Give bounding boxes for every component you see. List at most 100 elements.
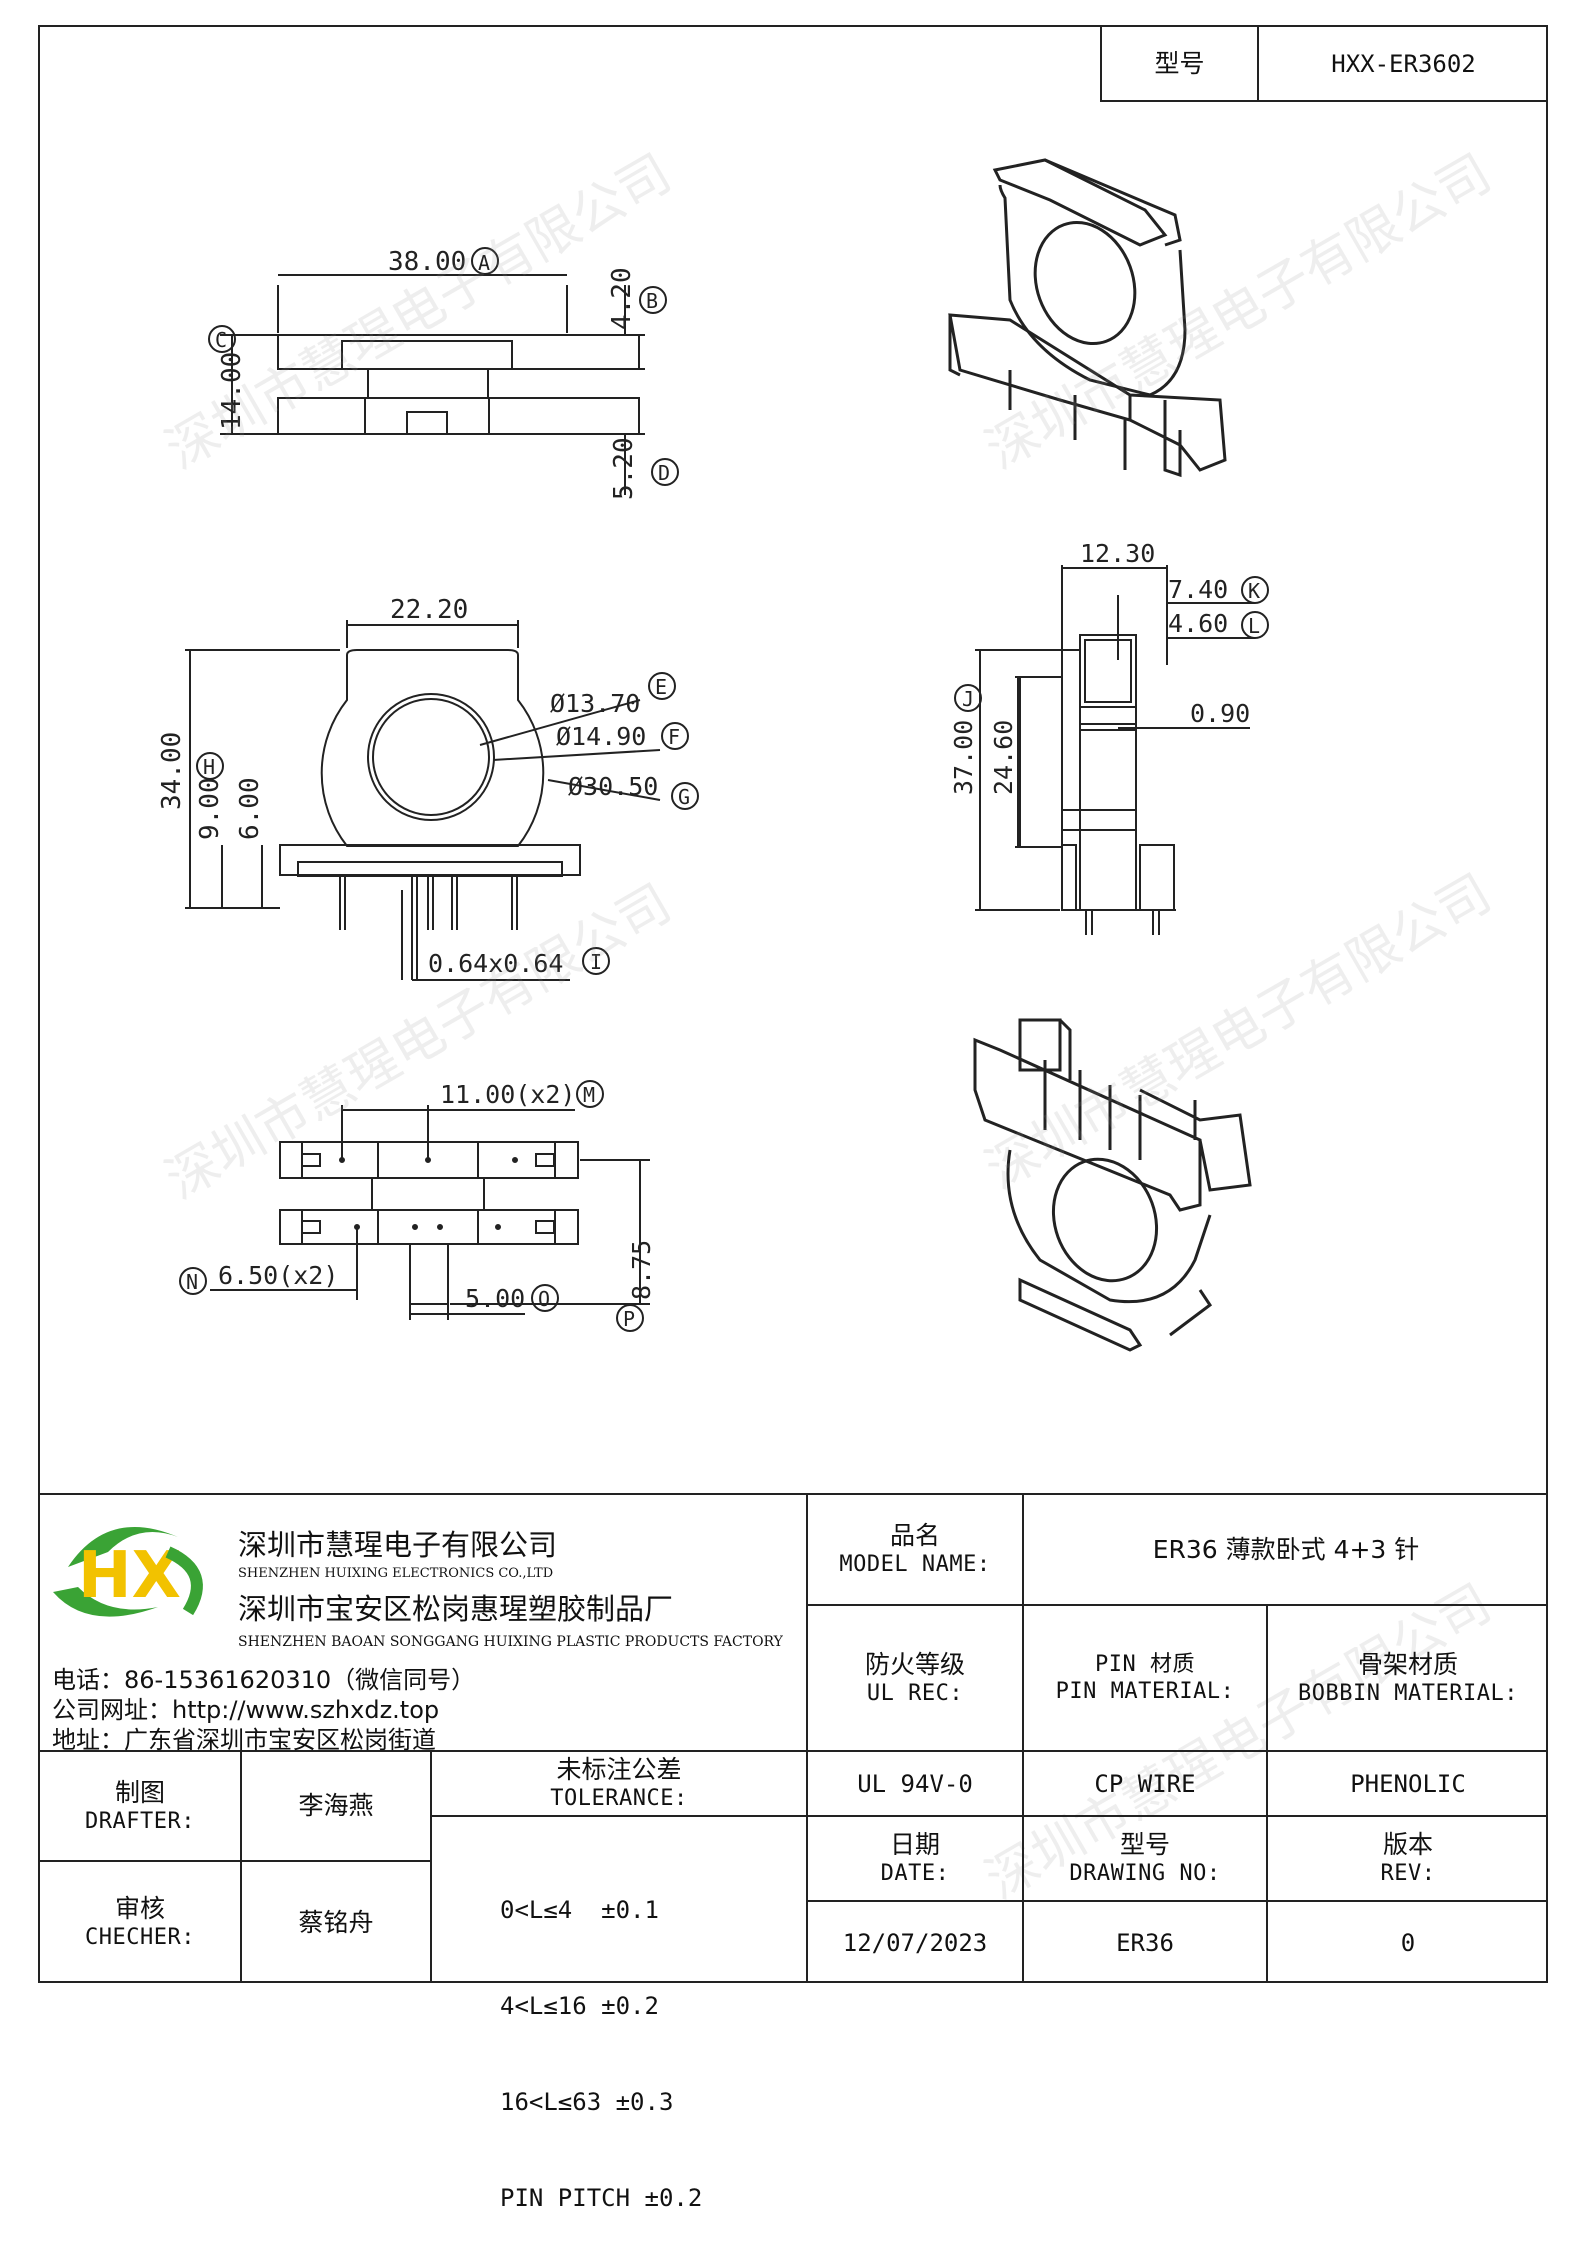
- company-name-cn: 深圳市慧瑆电子有限公司: [238, 1528, 558, 1562]
- ul-en: UL REC:: [866, 1680, 964, 1706]
- company-name-en: SHENZHEN HUIXING ELECTRONICS CO.,LTD: [238, 1566, 554, 1581]
- company-website: 公司网址：http://www.szhxdz.top: [52, 1696, 440, 1724]
- dim-B-label: 4.20: [607, 267, 637, 330]
- tolerance-header: 未标注公差 TOLERANCE:: [432, 1752, 806, 1815]
- header-divider: [1257, 25, 1259, 101]
- dim-K-label: 7.40: [1168, 575, 1228, 604]
- dim-C-label: 14.00: [217, 352, 247, 430]
- ul-rec-header: 防火等级 UL REC:: [808, 1606, 1022, 1750]
- dim-E-tag: E: [655, 675, 667, 699]
- checker-en: CHECHER:: [85, 1925, 195, 1951]
- rev-value: 0: [1400, 1928, 1416, 1957]
- drafter-cn: 制图: [114, 1777, 165, 1807]
- tolerance-line: 0<L≤4 ±0.1: [500, 1896, 659, 1924]
- bobbin-en: BOBBIN MATERIAL:: [1298, 1680, 1518, 1706]
- dim-J-label: 37.00: [949, 720, 978, 795]
- model-name-cn: 品名: [889, 1521, 940, 1551]
- model-label: 型号: [1154, 48, 1205, 78]
- dim-H-tag: H: [203, 755, 215, 779]
- company-address: 地址：广东省深圳市宝安区松岗街道: [52, 1726, 436, 1754]
- dim-2460-label: 24.60: [989, 720, 1018, 795]
- model-name-en: MODEL NAME:: [839, 1552, 991, 1578]
- dim-P-label: 8.75: [627, 1240, 656, 1300]
- dim-M-tag: M: [583, 1083, 595, 1107]
- title-block-divider: [1022, 1493, 1024, 1983]
- drawing-frame: [38, 25, 1548, 1983]
- dim-D-tag: D: [658, 461, 670, 485]
- model-value: HXX-ER3602: [1331, 49, 1476, 78]
- pin-material-header: PIN 材质 PIN MATERIAL:: [1024, 1606, 1266, 1750]
- bottom-view: 11.00(x2) M 6.50(x2) N 5.00 O 8.75 P: [179, 1080, 656, 1332]
- dim-N-label: 6.50(x2): [218, 1261, 338, 1290]
- date-en: DATE:: [880, 1861, 950, 1887]
- logo-letters: HX: [78, 1539, 181, 1613]
- checker-cn: 审核: [114, 1894, 165, 1924]
- title-block-divider: [806, 1815, 1548, 1817]
- dim-A-label: 38.00: [388, 247, 466, 277]
- dim-C-tag: C: [215, 328, 227, 352]
- bobbin-cn: 骨架材质: [1357, 1649, 1458, 1679]
- dim-1230-label: 12.30: [1080, 539, 1155, 568]
- rev-en: REV:: [1380, 1861, 1436, 1887]
- header-divider: [1100, 25, 1102, 101]
- dim-F-label: Ø14.90: [556, 722, 646, 751]
- company-logo: HX: [53, 1527, 203, 1617]
- title-block-divider: [38, 1750, 1548, 1752]
- dim-I-tag: I: [590, 950, 602, 974]
- drafter-header: 制图 DRAFTER:: [40, 1752, 240, 1860]
- dim-D-label: 5.20: [609, 437, 639, 500]
- title-block-border: [38, 1493, 1548, 1495]
- ul-value: UL 94V-0: [857, 1769, 973, 1798]
- date-value: 12/07/2023: [842, 1928, 988, 1957]
- drawing-en: DRAWING NO:: [1069, 1861, 1221, 1887]
- technical-drawing: 38.00 A 4.20 B 14.00 C 5.20 D 22.20: [157, 158, 1269, 1352]
- model-name-value: ER36 薄款卧式 4+3 针: [1152, 1534, 1420, 1564]
- tolerance-cn: 未标注公差: [556, 1755, 682, 1785]
- title-block-divider: [806, 1493, 808, 1983]
- dim-K-tag: K: [1248, 579, 1260, 603]
- date-cn: 日期: [889, 1830, 940, 1860]
- isometric-view-bottom: [973, 1018, 1252, 1352]
- side-view-right: 12.30 7.40 K 4.60 L 0.90 37.00 J 24.60: [949, 539, 1269, 935]
- isometric-view-top: [948, 158, 1227, 478]
- factory-name-cn: 深圳市宝安区松岗惠瑆塑胶制品厂: [238, 1592, 674, 1626]
- pin-cn: PIN 材质: [1095, 1651, 1195, 1677]
- title-block-divider: [240, 1750, 242, 1983]
- dim-h6-label: 6.00: [235, 777, 265, 840]
- model-name-header: 品名 MODEL NAME:: [808, 1495, 1022, 1604]
- tolerance-line: 16<L≤63 ±0.3: [500, 2088, 674, 2116]
- drafter-value: 李海燕: [298, 1791, 374, 1821]
- tolerance-en: TOLERANCE:: [550, 1786, 688, 1812]
- factory-name-en: SHENZHEN BAOAN SONGGANG HUIXING PLASTIC …: [238, 1634, 783, 1650]
- header-divider: [1100, 100, 1548, 102]
- dim-090-label: 0.90: [1190, 699, 1250, 728]
- dim-G-tag: G: [678, 785, 690, 809]
- company-phone: 电话：86-15361620310（微信同号）: [52, 1666, 476, 1694]
- rev-cn: 版本: [1382, 1830, 1433, 1860]
- drawing-cn: 型号: [1119, 1830, 1170, 1860]
- checker-value: 蔡铭舟: [298, 1907, 374, 1937]
- drafter-en: DRAFTER:: [85, 1808, 195, 1834]
- dim-H-label: 9.00: [195, 777, 225, 840]
- title-block-divider: [806, 1604, 1548, 1606]
- dim-F-tag: F: [668, 725, 680, 749]
- dim-width-label: 22.20: [390, 595, 468, 625]
- dim-A-tag: A: [478, 251, 490, 275]
- dim-E-label: Ø13.70: [550, 689, 640, 718]
- ul-cn: 防火等级: [864, 1649, 965, 1679]
- dim-O-label: 5.00: [465, 1284, 525, 1313]
- bobbin-value: PHENOLIC: [1350, 1769, 1466, 1798]
- side-view-top: 38.00 A 4.20 B 14.00 C 5.20 D: [208, 247, 679, 500]
- dim-B-tag: B: [646, 289, 658, 313]
- rev-header: 版本 REV:: [1268, 1817, 1548, 1900]
- checker-header: 审核 CHECHER:: [40, 1862, 240, 1983]
- dim-L-tag: L: [1248, 614, 1260, 638]
- dim-I-label: 0.64x0.64: [428, 949, 563, 978]
- dim-height-label: 34.00: [157, 732, 187, 810]
- tolerance-line: PIN PITCH ±0.2: [500, 2184, 703, 2212]
- title-block-divider: [1266, 1604, 1268, 1983]
- title-block-divider: [38, 1860, 430, 1862]
- dim-M-label: 11.00(x2): [440, 1080, 575, 1109]
- title-block-divider: [430, 1750, 432, 1983]
- drawing-no-value: ER36: [1116, 1928, 1174, 1957]
